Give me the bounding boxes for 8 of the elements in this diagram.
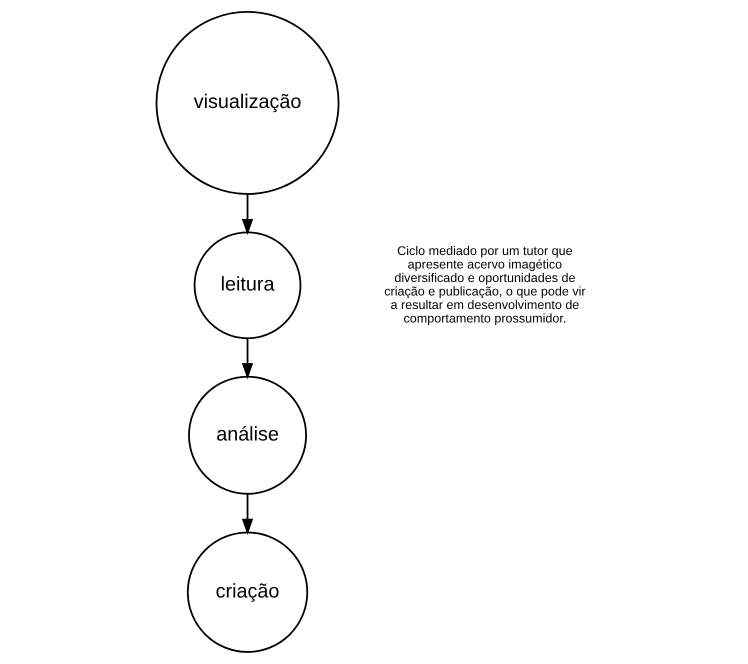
node-circle: visualização — [155, 11, 339, 195]
arrow — [241, 494, 253, 535]
node-circle: criação — [186, 532, 308, 653]
arrow — [241, 194, 253, 236]
node-circle: análise — [188, 376, 306, 495]
arrow — [241, 338, 253, 380]
label: Ciclo mediado por um tutor que apresente acervo imagético diversificado e oportunidades de criação e publicação, o que pode vir a resultar em desenvolvimento de comportamento prossumidor. — [384, 244, 586, 326]
node-circle: leitura — [193, 231, 301, 340]
